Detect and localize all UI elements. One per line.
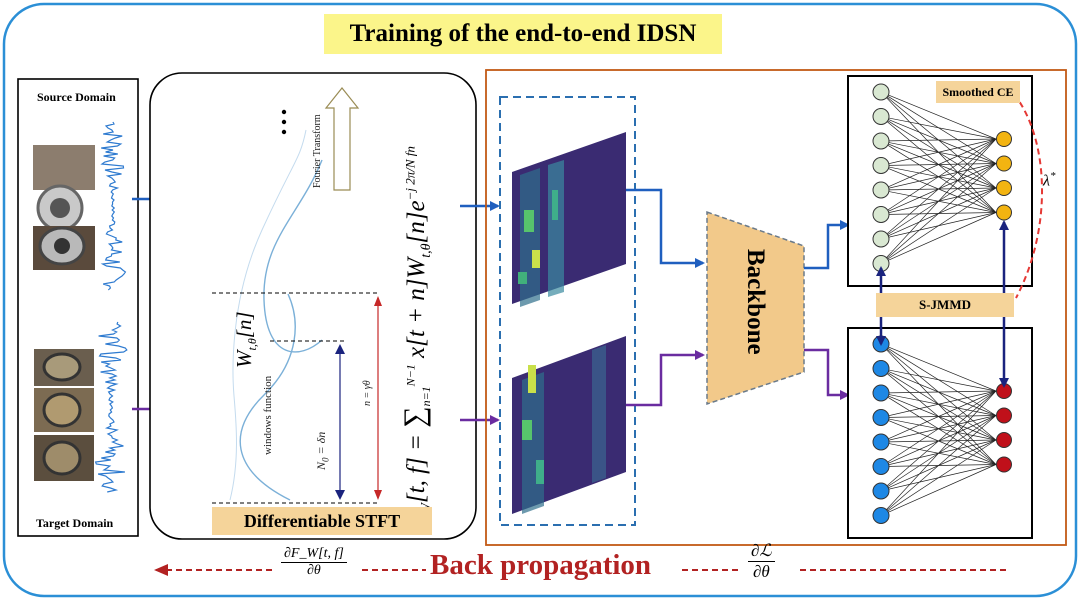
differentiable-stft-label: Differentiable STFT [212, 507, 432, 535]
backbone-label: Backbone [742, 249, 769, 355]
network-connection [880, 390, 997, 467]
n0-label: N0 = δn [314, 431, 331, 470]
target-spectrogram [512, 336, 626, 514]
network-connection [880, 138, 997, 166]
sjmmd-label: S-JMMD [876, 293, 1014, 317]
ellipsis-dot [281, 119, 287, 125]
lambda-weight-curve [1013, 93, 1043, 299]
network-connection [880, 390, 997, 394]
input-neuron [872, 507, 890, 524]
network-connection [880, 91, 997, 140]
target-domain-label: Target Domain [36, 516, 114, 530]
windows-function-label: windows function [262, 375, 274, 455]
window-symbol: Wt,θ[n] [232, 311, 260, 368]
input-neuron [872, 108, 890, 125]
network-connection [880, 343, 997, 392]
input-neuron [872, 157, 890, 174]
backbone-to-source-classifier [804, 220, 850, 270]
network-connection [880, 464, 997, 516]
input-neuron [872, 458, 890, 475]
source-domain-label: Source Domain [37, 90, 116, 104]
lambda-label: λ* [1043, 170, 1056, 190]
network-connection [880, 138, 997, 240]
loss-gradient-fraction: ∂ℒ ∂θ [748, 541, 775, 582]
input-neuron [872, 482, 890, 500]
smoothed-ce-label: Smoothed CE [936, 81, 1020, 103]
network-connection [880, 390, 997, 492]
output-neuron [996, 456, 1012, 473]
network-connection [880, 138, 997, 191]
output-neuron [996, 155, 1012, 172]
network-connection [880, 138, 997, 215]
loss-gradient-denominator: ∂θ [752, 562, 770, 581]
left-window-curve [229, 129, 307, 501]
network-connection [880, 187, 997, 264]
loss-gradient-numerator: ∂ℒ [748, 541, 775, 562]
source-vibration-signal [100, 121, 127, 291]
input-neuron [872, 132, 890, 150]
network-connection [880, 138, 997, 264]
source-bearing-photos [33, 145, 95, 270]
input-neuron [872, 433, 890, 451]
stft-gradient-fraction: ∂F_W[t, f] ∂θ [281, 546, 347, 579]
target-spectrogram-to-backbone [626, 350, 705, 407]
output-neuron [996, 407, 1012, 424]
network-connection [880, 390, 997, 418]
source-spectrogram-to-backbone [626, 188, 705, 268]
outer-frame [2, 2, 1078, 598]
output-neuron [996, 432, 1012, 448]
input-neuron [872, 181, 890, 199]
input-neuron [872, 230, 890, 248]
network-box [485, 69, 1067, 546]
fourier-transform-arrow [324, 87, 360, 191]
network-connection [880, 212, 997, 264]
target-vibration-signal [94, 321, 128, 493]
input-neuron [872, 409, 890, 426]
target-bearing-photos [34, 349, 94, 481]
ntheta-label: n = γθ [362, 380, 373, 406]
network-connection [880, 439, 997, 516]
stft-equation: FW[t, f] = ∑n=1N−1 x[t + n]Wt,θ[n]e−j 2π… [398, 146, 434, 530]
diagram-title: Training of the end-to-end IDSN [324, 14, 722, 54]
spectrogram-container [499, 96, 636, 526]
backbone-block [706, 210, 805, 406]
ellipsis-dot [281, 109, 287, 115]
back-propagation-label: Back propagation [430, 549, 652, 581]
output-neuron [996, 180, 1012, 196]
stft-gradient-denominator: ∂θ [307, 563, 321, 578]
network-connection [880, 116, 997, 140]
stft-gradient-numerator: ∂F_W[t, f] [281, 546, 347, 563]
network-connection [880, 368, 997, 392]
ellipsis-dot [281, 129, 287, 135]
lower-window-curve [239, 293, 296, 501]
input-neuron [872, 206, 890, 223]
network-connection [880, 390, 997, 443]
output-neuron [996, 204, 1012, 221]
fourier-transform-label: Fourier Transform [312, 114, 323, 188]
ntheta-arrow-head-top [374, 296, 382, 306]
ntheta-arrow-head-bottom [374, 490, 382, 500]
backbone-to-target-classifier [804, 348, 850, 400]
source-classifier-network [872, 83, 1012, 272]
stft-box [149, 72, 477, 540]
input-neuron [872, 83, 890, 101]
upper-window-curve [263, 159, 323, 353]
network-connection [880, 163, 997, 264]
input-neuron [872, 360, 890, 377]
network-connection [880, 415, 997, 516]
output-neuron [996, 131, 1012, 147]
source-spectrogram [512, 132, 626, 307]
network-connection [880, 390, 997, 516]
input-neuron [872, 384, 890, 402]
network-connection [880, 138, 997, 142]
